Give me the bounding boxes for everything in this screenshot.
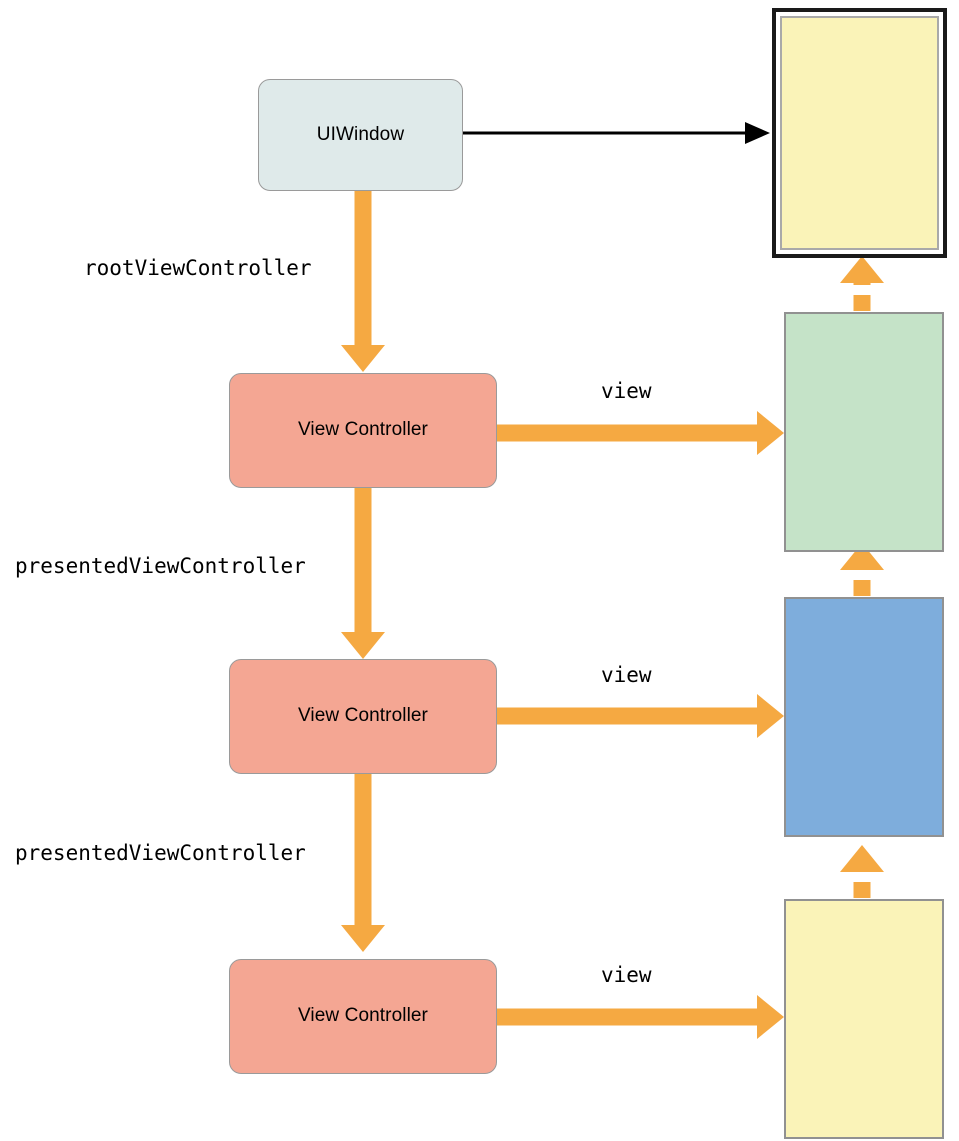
- edge-vc1-view: [496, 411, 784, 455]
- edge-view3-to-view2: [840, 845, 884, 898]
- node-view-2[interactable]: [784, 597, 944, 837]
- edge-vc3-view: [496, 995, 784, 1039]
- edge-view1-to-screen: [840, 256, 884, 311]
- edge-label-view-1: view: [601, 379, 652, 403]
- edge-label-root-view-controller: rootViewController: [84, 256, 312, 280]
- edge-label-presented-view-controller-2: presentedViewController: [15, 841, 306, 865]
- node-uiwindow-label: UIWindow: [316, 123, 405, 145]
- node-view-controller-2[interactable]: View Controller: [229, 659, 497, 774]
- node-view-controller-2-label: View Controller: [298, 705, 428, 727]
- edge-presented-view-controller-2: [341, 772, 385, 952]
- node-view-controller-1-label: View Controller: [298, 419, 428, 441]
- edge-root-view-controller: [341, 190, 385, 372]
- edge-label-view-2: view: [601, 663, 652, 687]
- node-view-controller-1[interactable]: View Controller: [229, 373, 497, 488]
- edge-label-presented-view-controller-1: presentedViewController: [15, 554, 306, 578]
- edge-vc2-view: [496, 694, 784, 738]
- screen-frame: [772, 8, 947, 258]
- node-uiwindow[interactable]: UIWindow: [258, 79, 463, 191]
- edge-label-view-3: view: [601, 963, 652, 987]
- node-view-controller-3[interactable]: View Controller: [229, 959, 497, 1074]
- screen-frame-content: [780, 16, 939, 250]
- edge-presented-view-controller-1: [341, 487, 385, 659]
- node-view-3[interactable]: [784, 899, 944, 1139]
- node-view-1[interactable]: [784, 312, 944, 552]
- edge-window-to-screen: [462, 122, 770, 144]
- node-view-controller-3-label: View Controller: [298, 1005, 428, 1027]
